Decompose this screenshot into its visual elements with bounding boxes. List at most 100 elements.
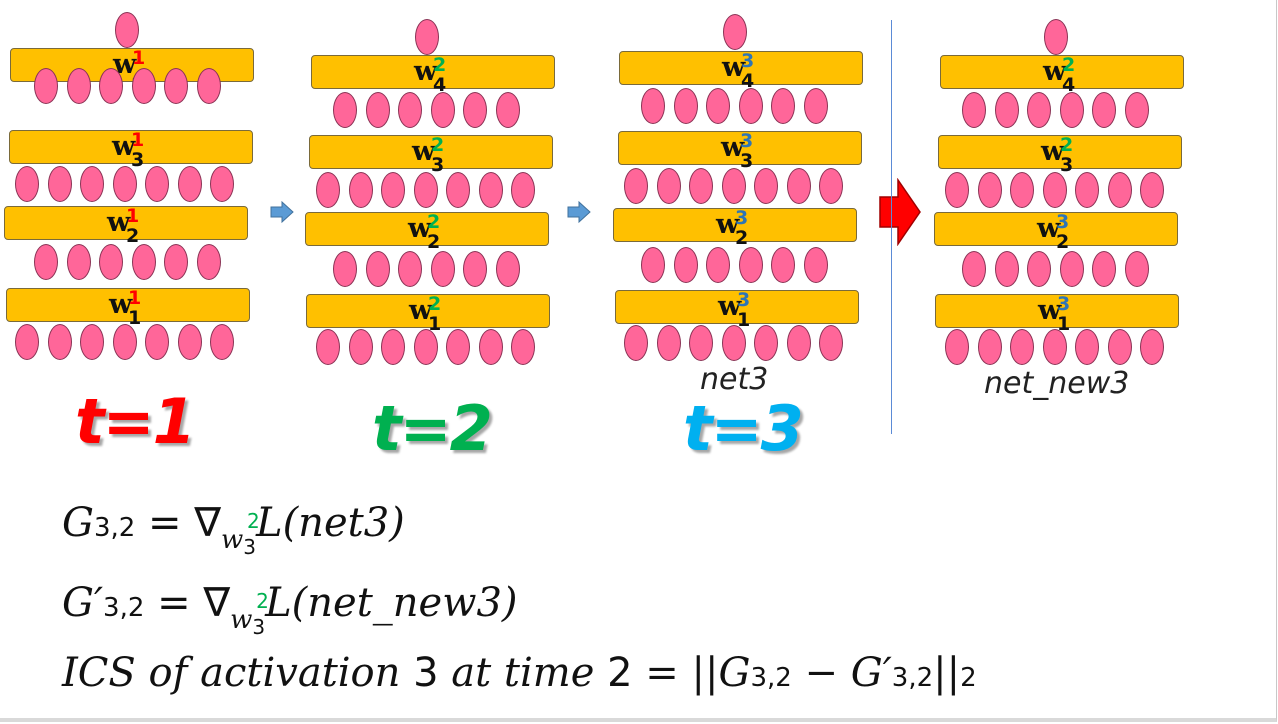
neuron-node xyxy=(99,68,123,104)
neuron-node xyxy=(994,251,1019,287)
eq1-rhs: L(net3) xyxy=(256,500,405,546)
equation-ics: ICS of activation 3 at time 2 = ||G3,2 −… xyxy=(62,650,977,696)
weight-symbol: w xyxy=(716,209,740,240)
neuron-node xyxy=(673,88,698,124)
neuron-node xyxy=(1075,329,1099,365)
neuron-node xyxy=(1059,251,1084,287)
neuron-node xyxy=(803,88,828,124)
neuron-node xyxy=(1092,92,1116,128)
neuron-node xyxy=(1140,172,1164,208)
neuron-node xyxy=(803,247,828,283)
weight-symbol: w xyxy=(409,295,433,326)
neuron-node xyxy=(463,251,487,287)
weight-symbol: w xyxy=(412,136,436,167)
weight-symbol: w xyxy=(109,289,133,320)
weight-layer-subscript: 3 xyxy=(1060,154,1074,176)
weight-layer-subscript: 2 xyxy=(427,231,441,253)
weight-symbol: w xyxy=(1038,295,1062,326)
weight-symbol: w xyxy=(414,56,438,87)
network-name-new: net_new3 xyxy=(984,366,1130,401)
weight-time-superscript: 3 xyxy=(740,130,754,152)
eq2-grad-sup: 2 xyxy=(256,589,269,613)
weight-time-superscript: 1 xyxy=(132,47,146,69)
neuron-node xyxy=(656,325,681,361)
neuron-node xyxy=(945,172,969,208)
neuron-node xyxy=(754,168,778,204)
weight-layer-subscript: 2 xyxy=(1056,231,1070,253)
neuron-node xyxy=(673,247,698,283)
neuron-node xyxy=(1010,172,1034,208)
eq3-text-d: − G′ xyxy=(791,650,892,696)
neuron-node xyxy=(177,166,202,202)
neuron-node xyxy=(365,92,390,128)
neuron-node xyxy=(210,324,234,360)
neuron-node xyxy=(430,251,455,287)
neuron-node xyxy=(348,329,373,365)
neuron-node xyxy=(495,251,520,287)
neuron-node xyxy=(624,325,648,361)
neuron-node xyxy=(624,168,648,204)
eq3-text-b: at time xyxy=(438,650,608,696)
eq3-text-e: || xyxy=(933,650,961,696)
neuron-node xyxy=(210,166,234,202)
neuron-node xyxy=(478,172,503,208)
right-arrow-icon xyxy=(270,200,294,224)
neuron-node xyxy=(738,88,763,124)
neuron-node xyxy=(47,324,72,360)
neuron-node xyxy=(131,244,156,280)
weight-layer-subscript: 4 xyxy=(433,74,447,96)
neuron-node xyxy=(1107,172,1132,208)
neuron-node xyxy=(348,172,373,208)
neuron-node xyxy=(771,88,795,124)
neuron-node xyxy=(511,329,535,365)
weight-symbol: w xyxy=(721,132,745,163)
neuron-node xyxy=(641,88,665,124)
neuron-node xyxy=(145,166,169,202)
neuron-node xyxy=(706,247,730,283)
output-node xyxy=(723,14,747,50)
neuron-node xyxy=(945,329,969,365)
neuron-node xyxy=(819,168,843,204)
output-node xyxy=(1044,19,1068,55)
neuron-node xyxy=(34,244,58,280)
weight-time-superscript: 2 xyxy=(1062,54,1076,76)
weight-layer-subscript: 2 xyxy=(735,227,749,249)
time-label-t1: t=1 xyxy=(75,385,196,458)
neuron-node xyxy=(446,329,470,365)
neuron-node xyxy=(80,324,104,360)
neuron-node xyxy=(1042,329,1067,365)
weight-symbol: w xyxy=(722,52,746,83)
eq3-sub-c: 3,2 xyxy=(750,663,792,693)
neuron-node xyxy=(511,172,535,208)
eq3-sub-e: 2 xyxy=(960,663,977,693)
weight-layer-subscript: 3 xyxy=(431,154,445,176)
neuron-node xyxy=(1027,92,1051,128)
neuron-node xyxy=(738,247,763,283)
neuron-node xyxy=(962,92,986,128)
weight-time-superscript: 2 xyxy=(428,293,442,315)
neuron-node xyxy=(786,168,811,204)
weight-layer-subscript: 3 xyxy=(740,150,754,172)
weight-layer-subscript: 4 xyxy=(741,70,755,92)
eq2-lhs-sub: 3,2 xyxy=(103,593,145,623)
weight-time-superscript: 2 xyxy=(433,54,447,76)
